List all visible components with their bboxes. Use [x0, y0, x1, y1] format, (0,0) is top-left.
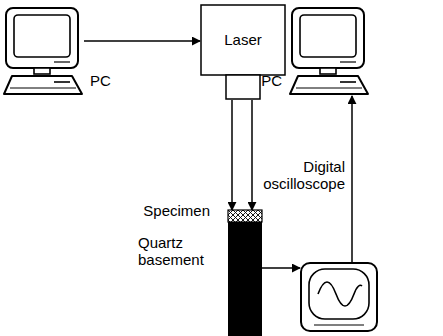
signal-arrow: [262, 267, 300, 269]
node-label: Laser: [200, 4, 286, 76]
pc-computer: PC: [290, 6, 370, 96]
specimen-shape: [228, 210, 262, 222]
signal-arrow: [251, 100, 253, 210]
signal-arrow: [351, 96, 353, 262]
node-label: PC: [90, 72, 111, 89]
specimen: Specimen: [228, 210, 262, 222]
pc-computer: PC: [4, 6, 84, 96]
node-label: PC: [261, 72, 282, 89]
digital-oscilloscope-shape: [300, 262, 378, 332]
quartz-basement: Quartz basement: [228, 222, 262, 336]
pc-computer-shape: [290, 6, 370, 96]
node-label: Specimen: [143, 202, 210, 219]
quartz-basement-shape: [228, 222, 262, 336]
node-label: Digital oscilloscope: [251, 158, 345, 193]
digital-oscilloscope: Digital oscilloscope: [300, 262, 378, 332]
signal-arrow: [84, 40, 200, 42]
pc-computer-shape: [4, 6, 84, 96]
signal-arrow: [231, 100, 233, 210]
node-label: Quartz basement: [138, 234, 218, 269]
